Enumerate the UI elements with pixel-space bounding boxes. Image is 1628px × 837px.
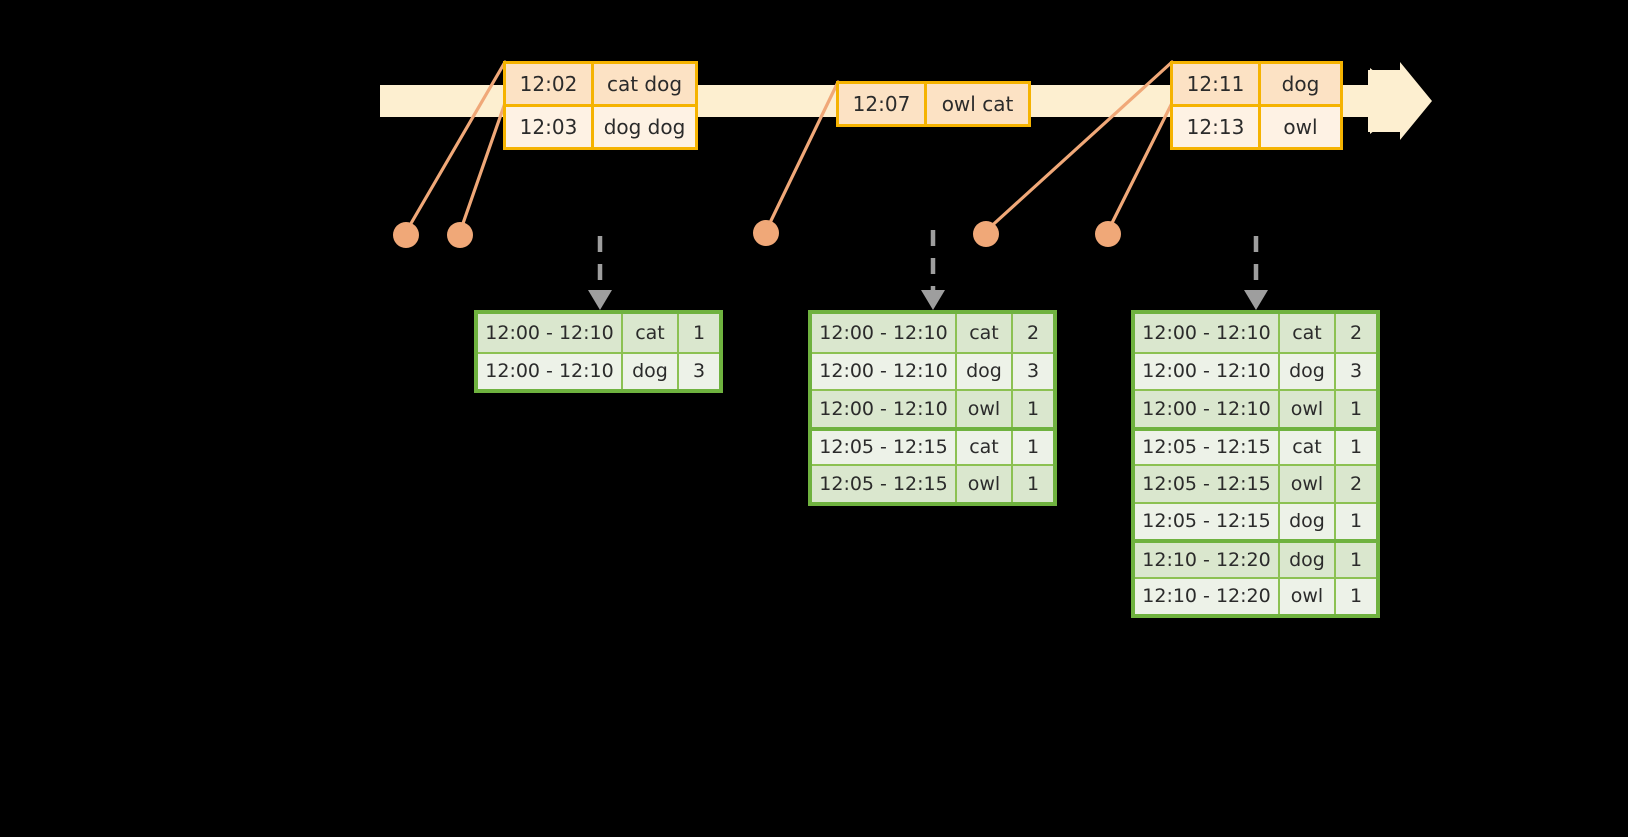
stream-event-row[interactable]: 12:02 cat dog (506, 64, 695, 104)
cell-word: dog (623, 353, 679, 389)
cell-window: 12:05 - 12:15 (1135, 430, 1280, 464)
cell-word: owl (957, 466, 1013, 502)
cell-word: owl (1280, 391, 1336, 427)
stream-event-row[interactable]: 12:11 dog (1173, 64, 1340, 104)
cell-window: 12:05 - 12:15 (812, 430, 957, 464)
cell-window: 12:00 - 12:10 (812, 353, 957, 389)
event-dot-2 (447, 222, 473, 248)
cell-count: 3 (679, 353, 719, 389)
cell-word: cat (1280, 430, 1336, 464)
event-time: 12:11 (1173, 64, 1261, 104)
event-time: 12:02 (506, 64, 594, 104)
cell-count: 1 (1336, 578, 1376, 614)
cell-word: cat (1280, 314, 1336, 352)
event-dot-5 (1095, 221, 1121, 247)
cell-window: 12:00 - 12:10 (812, 314, 957, 352)
cell-window: 12:00 - 12:10 (478, 314, 623, 352)
event-box-group-1[interactable]: 12:02 cat dog 12:03 dog dog (503, 61, 698, 150)
cell-window: 12:00 - 12:10 (478, 353, 623, 389)
cell-word: dog (1280, 353, 1336, 389)
cell-word: dog (1280, 503, 1336, 539)
event-dot-4 (973, 221, 999, 247)
event-value: dog (1261, 64, 1340, 104)
cell-word: owl (957, 391, 1013, 427)
cell-word: cat (957, 314, 1013, 352)
event-dot-3 (753, 220, 779, 246)
stream-event-row[interactable]: 12:13 owl (1173, 104, 1340, 147)
event-time: 12:03 (506, 107, 594, 147)
cell-window: 12:05 - 12:15 (812, 466, 957, 502)
cell-count: 1 (1013, 391, 1053, 427)
stream-event-row[interactable]: 12:07 owl cat (839, 84, 1028, 124)
cell-word: cat (957, 430, 1013, 464)
event-dots (393, 220, 1121, 248)
event-value: owl cat (927, 84, 1028, 124)
cell-count: 2 (1336, 314, 1376, 352)
cell-word: owl (1280, 466, 1336, 502)
cell-count: 3 (1013, 353, 1053, 389)
cell-window: 12:10 - 12:20 (1135, 578, 1280, 614)
event-box-group-2[interactable]: 12:07 owl cat (836, 81, 1031, 127)
result-arrow-heads (588, 290, 1268, 310)
stream-event-row[interactable]: 12:03 dog dog (506, 104, 695, 147)
cell-word: cat (623, 314, 679, 352)
event-box-group-3[interactable]: 12:11 dog 12:13 owl (1170, 61, 1343, 150)
cell-count: 1 (1336, 391, 1376, 427)
cell-count: 1 (679, 314, 719, 352)
cell-word: owl (1280, 578, 1336, 614)
event-dot-1 (393, 222, 419, 248)
cell-count: 2 (1336, 466, 1376, 502)
cell-window: 12:00 - 12:10 (812, 391, 957, 427)
result-dashed-arrows (597, 230, 1259, 290)
event-time: 12:07 (839, 84, 927, 124)
cell-count: 2 (1013, 314, 1053, 352)
cell-count: 1 (1336, 543, 1376, 577)
cell-count: 1 (1336, 430, 1376, 464)
cell-window: 12:00 - 12:10 (1135, 353, 1280, 389)
cell-word: dog (1280, 543, 1336, 577)
cell-window: 12:00 - 12:10 (1135, 391, 1280, 427)
cell-window: 12:05 - 12:15 (1135, 503, 1280, 539)
cell-window: 12:10 - 12:20 (1135, 543, 1280, 577)
cell-word: dog (957, 353, 1013, 389)
cell-count: 3 (1336, 353, 1376, 389)
cell-count: 1 (1013, 430, 1053, 464)
event-value: cat dog (594, 64, 695, 104)
cell-count: 1 (1013, 466, 1053, 502)
cell-count: 1 (1336, 503, 1376, 539)
event-value: dog dog (594, 107, 695, 147)
event-value: owl (1261, 107, 1340, 147)
event-time: 12:13 (1173, 107, 1261, 147)
cell-window: 12:00 - 12:10 (1135, 314, 1280, 352)
cell-window: 12:05 - 12:15 (1135, 466, 1280, 502)
